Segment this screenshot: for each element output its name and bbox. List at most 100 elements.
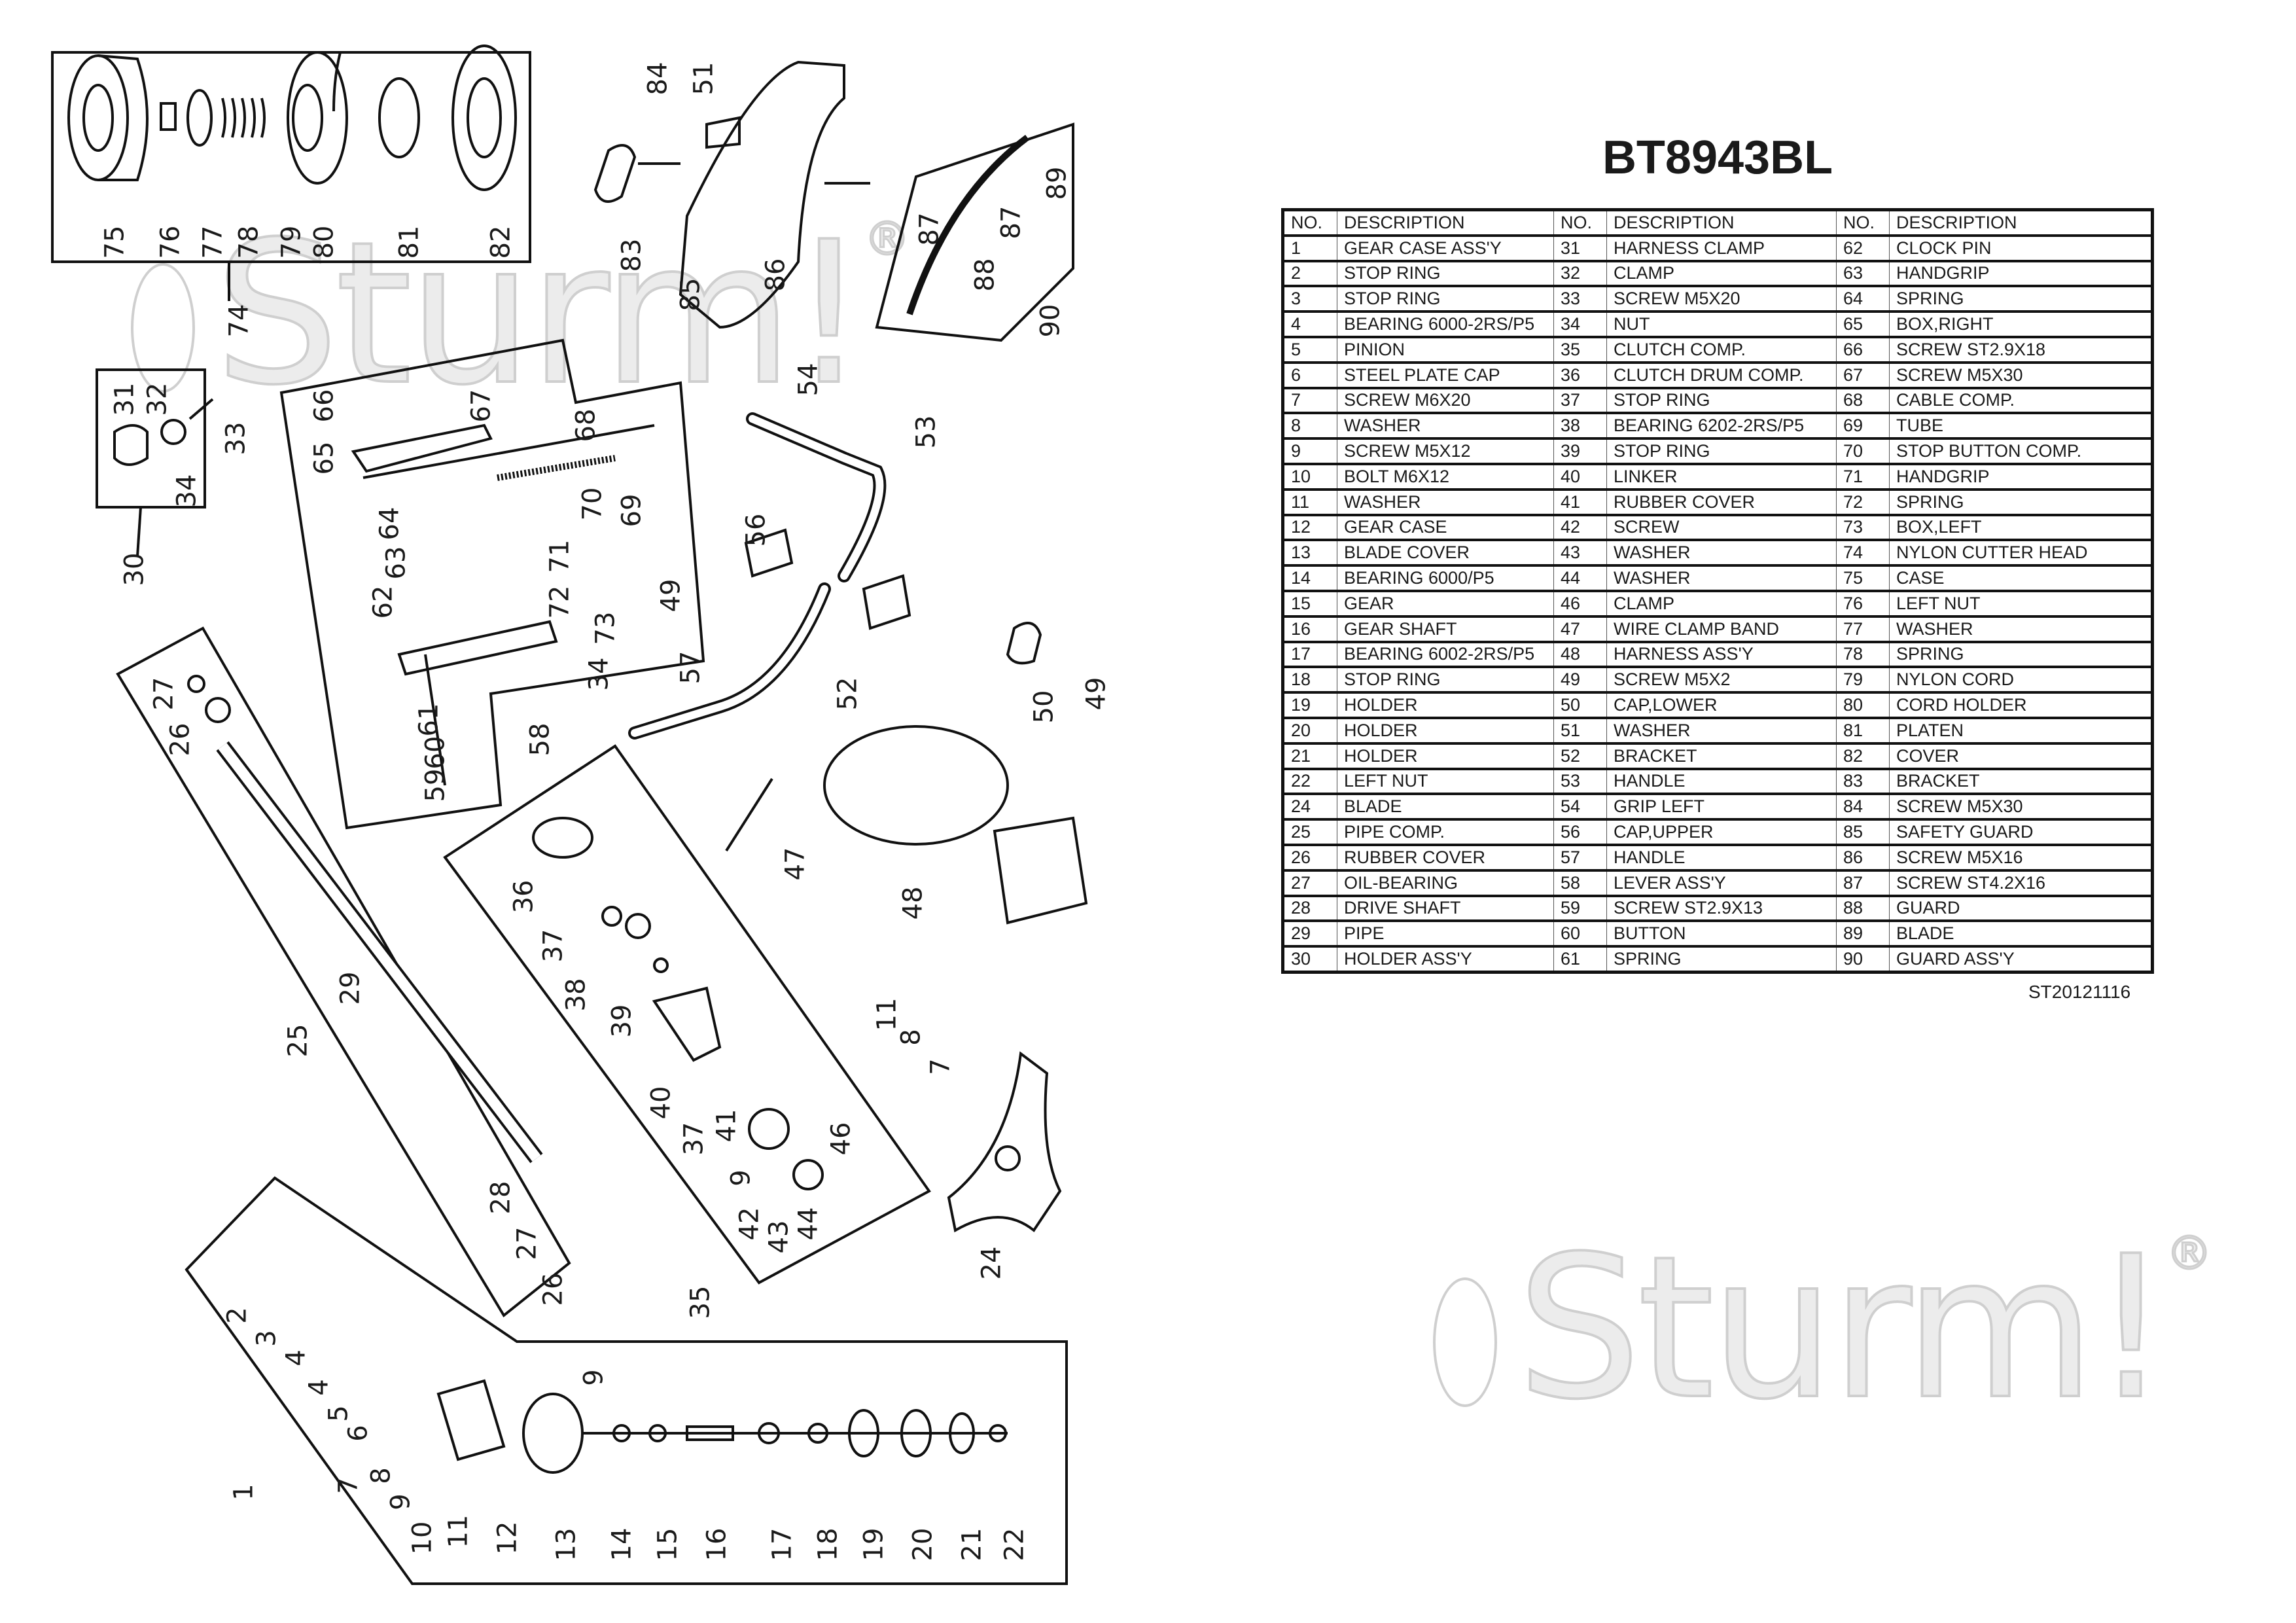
part-number: 64 (1836, 286, 1890, 313)
part-description: BEARING 6000/P5 (1337, 565, 1554, 592)
part-description: NUT (1606, 312, 1837, 338)
part-number: 77 (1836, 616, 1890, 643)
part-number: 54 (1553, 794, 1607, 821)
part-number: 22 (1282, 768, 1337, 796)
part-screw-33 (188, 398, 214, 420)
part-number: 58 (1553, 870, 1607, 897)
callout-label: 82 (486, 225, 516, 259)
callout-label: 48 (898, 886, 928, 920)
callout-label: 26 (165, 722, 196, 757)
part-description: WASHER (1606, 565, 1837, 592)
part-description: BLADE (1889, 921, 2153, 948)
part-description: BRACKET (1889, 768, 2153, 796)
part-description: HANDGRIP (1889, 260, 2153, 288)
part-number: 11 (1282, 489, 1337, 516)
part-spring-78 (221, 98, 266, 138)
callout-label: 57 (675, 651, 706, 685)
part-number: 12 (1282, 514, 1337, 542)
parts-table: NO. DESCRIPTION NO. DESCRIPTION NO. DESC… (1281, 208, 2154, 974)
callout-label: 29 (335, 971, 366, 1005)
callout-label: 20 (908, 1527, 938, 1561)
callout-label: 85 (675, 277, 706, 312)
part-number: 68 (1836, 387, 1890, 415)
part-description: WASHER (1337, 413, 1554, 440)
part-number: 1 (1282, 235, 1337, 262)
part-number: 59 (1553, 895, 1607, 923)
part-description: PLATEN (1889, 717, 2153, 745)
callout-label: 66 (309, 389, 340, 423)
part-description: GRIP LEFT (1606, 794, 1837, 821)
part-description: LEVER ASS'Y (1606, 870, 1837, 897)
callout-label: 33 (221, 421, 251, 455)
part-number: 52 (1553, 743, 1607, 770)
callout-label: 63 (381, 546, 412, 580)
part-description: RUBBER COVER (1337, 844, 1554, 872)
part-linker-40 (652, 986, 722, 1062)
part-case-75 (67, 54, 129, 181)
part-number: 17 (1282, 641, 1337, 669)
callout-label: 71 (544, 539, 575, 573)
watermark-logo: Sturm!® (1433, 1229, 2213, 1428)
callout-label: 72 (544, 585, 575, 619)
part-number: 20 (1282, 717, 1337, 745)
part-description: BOX,LEFT (1889, 514, 2153, 542)
callout-label: 19 (858, 1527, 889, 1561)
part-washer-77 (186, 89, 213, 147)
callout-label: 34 (584, 657, 614, 691)
part-oil-bearing-27 (187, 675, 205, 693)
header-no: NO. (1282, 209, 1337, 237)
part-number: 19 (1282, 692, 1337, 719)
callout-label: 86 (760, 258, 791, 292)
part-description: HARNESS CLAMP (1606, 235, 1837, 262)
part-description: BUTTON (1606, 921, 1837, 948)
part-description: CLOCK PIN (1889, 235, 2153, 262)
part-rubber-cover-26 (205, 697, 231, 723)
part-description: PIPE COMP. (1337, 819, 1554, 846)
part-description: CASE (1889, 565, 2153, 592)
group-box-lever-assy (279, 338, 705, 830)
part-number: 89 (1836, 921, 1890, 948)
callout-label: 7 (333, 1477, 364, 1494)
part-number: 84 (1836, 794, 1890, 821)
callout-label: 44 (793, 1207, 824, 1241)
callout-label: 27 (149, 677, 179, 711)
group-box-cutter-head (51, 51, 531, 263)
part-description: WASHER (1606, 540, 1837, 567)
part-harness-48 (823, 725, 1009, 846)
part-number: 15 (1282, 590, 1337, 618)
callout-label: 4 (304, 1379, 334, 1396)
callout-label: 9 (578, 1369, 609, 1386)
callout-label: 35 (685, 1285, 716, 1319)
part-description: GEAR CASE (1337, 514, 1554, 542)
part-clamp-32 (160, 419, 186, 445)
callout-label: 58 (525, 722, 556, 757)
part-number: 80 (1836, 692, 1890, 719)
callout-label: 89 (1042, 166, 1072, 200)
part-number: 32 (1553, 260, 1607, 288)
part-holder-20 (900, 1409, 932, 1457)
part-bracket-83 (593, 144, 637, 203)
group-box-clutch-comp (443, 744, 931, 1285)
part-description: WIRE CLAMP BAND (1606, 616, 1837, 643)
part-description: CLAMP (1606, 260, 1837, 288)
part-number: 14 (1282, 565, 1337, 592)
part-number: 2 (1282, 260, 1337, 288)
part-description: GEAR (1337, 590, 1554, 618)
part-number: 40 (1553, 463, 1607, 491)
callout-label: 56 (741, 513, 771, 547)
part-description: SCREW ST2.9X18 (1889, 336, 2153, 364)
part-description: CLAMP (1606, 590, 1837, 618)
callout-label: 25 (283, 1024, 313, 1058)
callout-label: 4 (281, 1349, 311, 1366)
part-left-nut-76 (160, 102, 177, 131)
part-description: SPRING (1889, 286, 2153, 313)
